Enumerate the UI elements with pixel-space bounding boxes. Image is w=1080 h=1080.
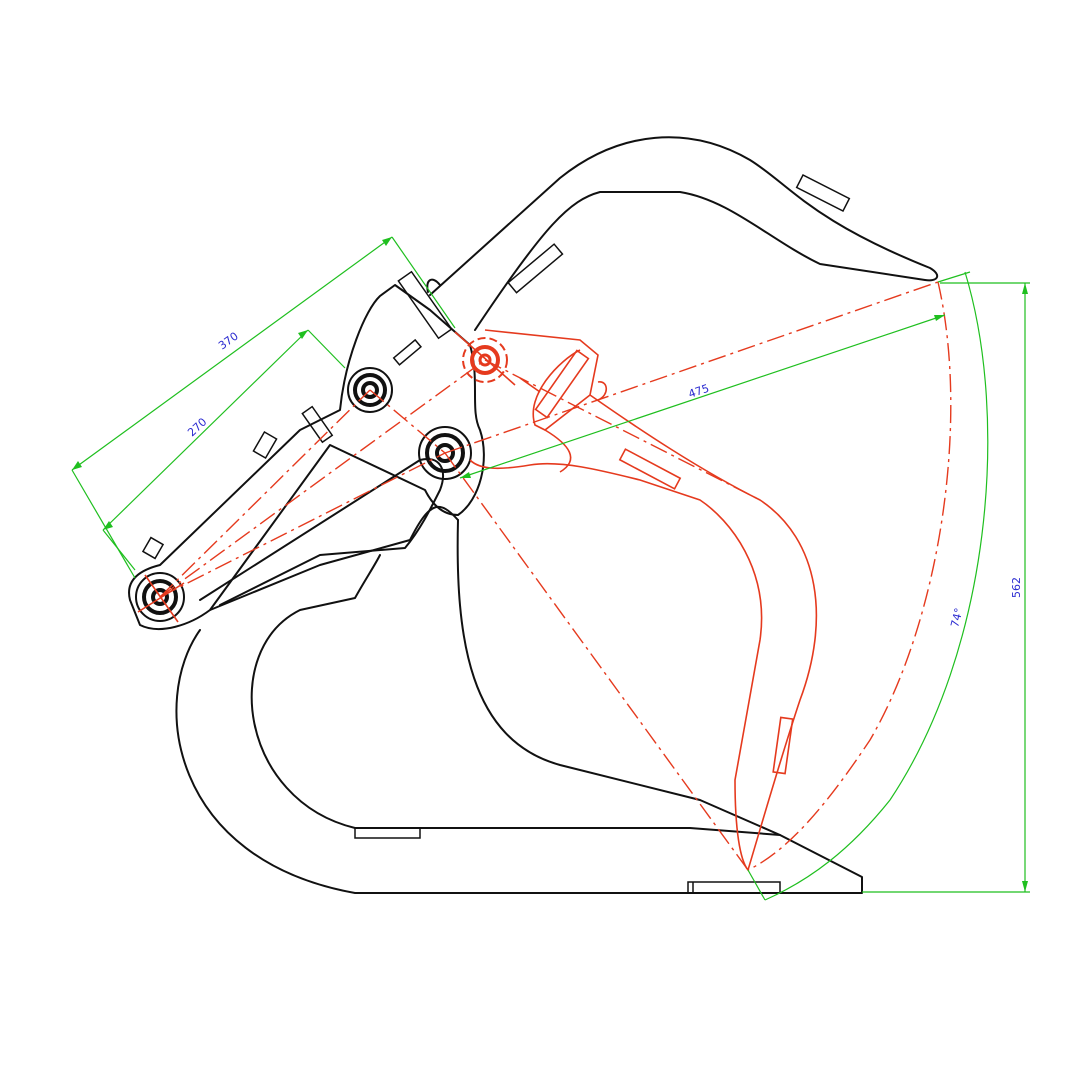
pivot-pin-alternate [462,337,508,383]
dim-opening-height-label: 562 [1010,577,1023,598]
construction-lines [137,281,952,871]
dimension-opening-height: 562 [862,282,1030,893]
pivot-pin-lower [135,572,185,622]
dimension-upper-link: 370 [71,236,456,579]
dim-opening-angle-label: 74° [948,607,965,629]
dim-lower-link-label: 270 [185,415,209,439]
linkage-arm [128,270,485,630]
upper-jaw [429,136,939,331]
dimension-opening-angle: 74° [747,271,989,901]
dimension-jaw-reach: 475 [459,314,946,479]
dim-jaw-reach-label: 475 [687,382,711,401]
opened-jaw-position [469,329,818,872]
dim-upper-link-label: 370 [216,330,241,353]
pivot-pin-upper [347,367,393,413]
pivot-pin-main [418,426,472,480]
